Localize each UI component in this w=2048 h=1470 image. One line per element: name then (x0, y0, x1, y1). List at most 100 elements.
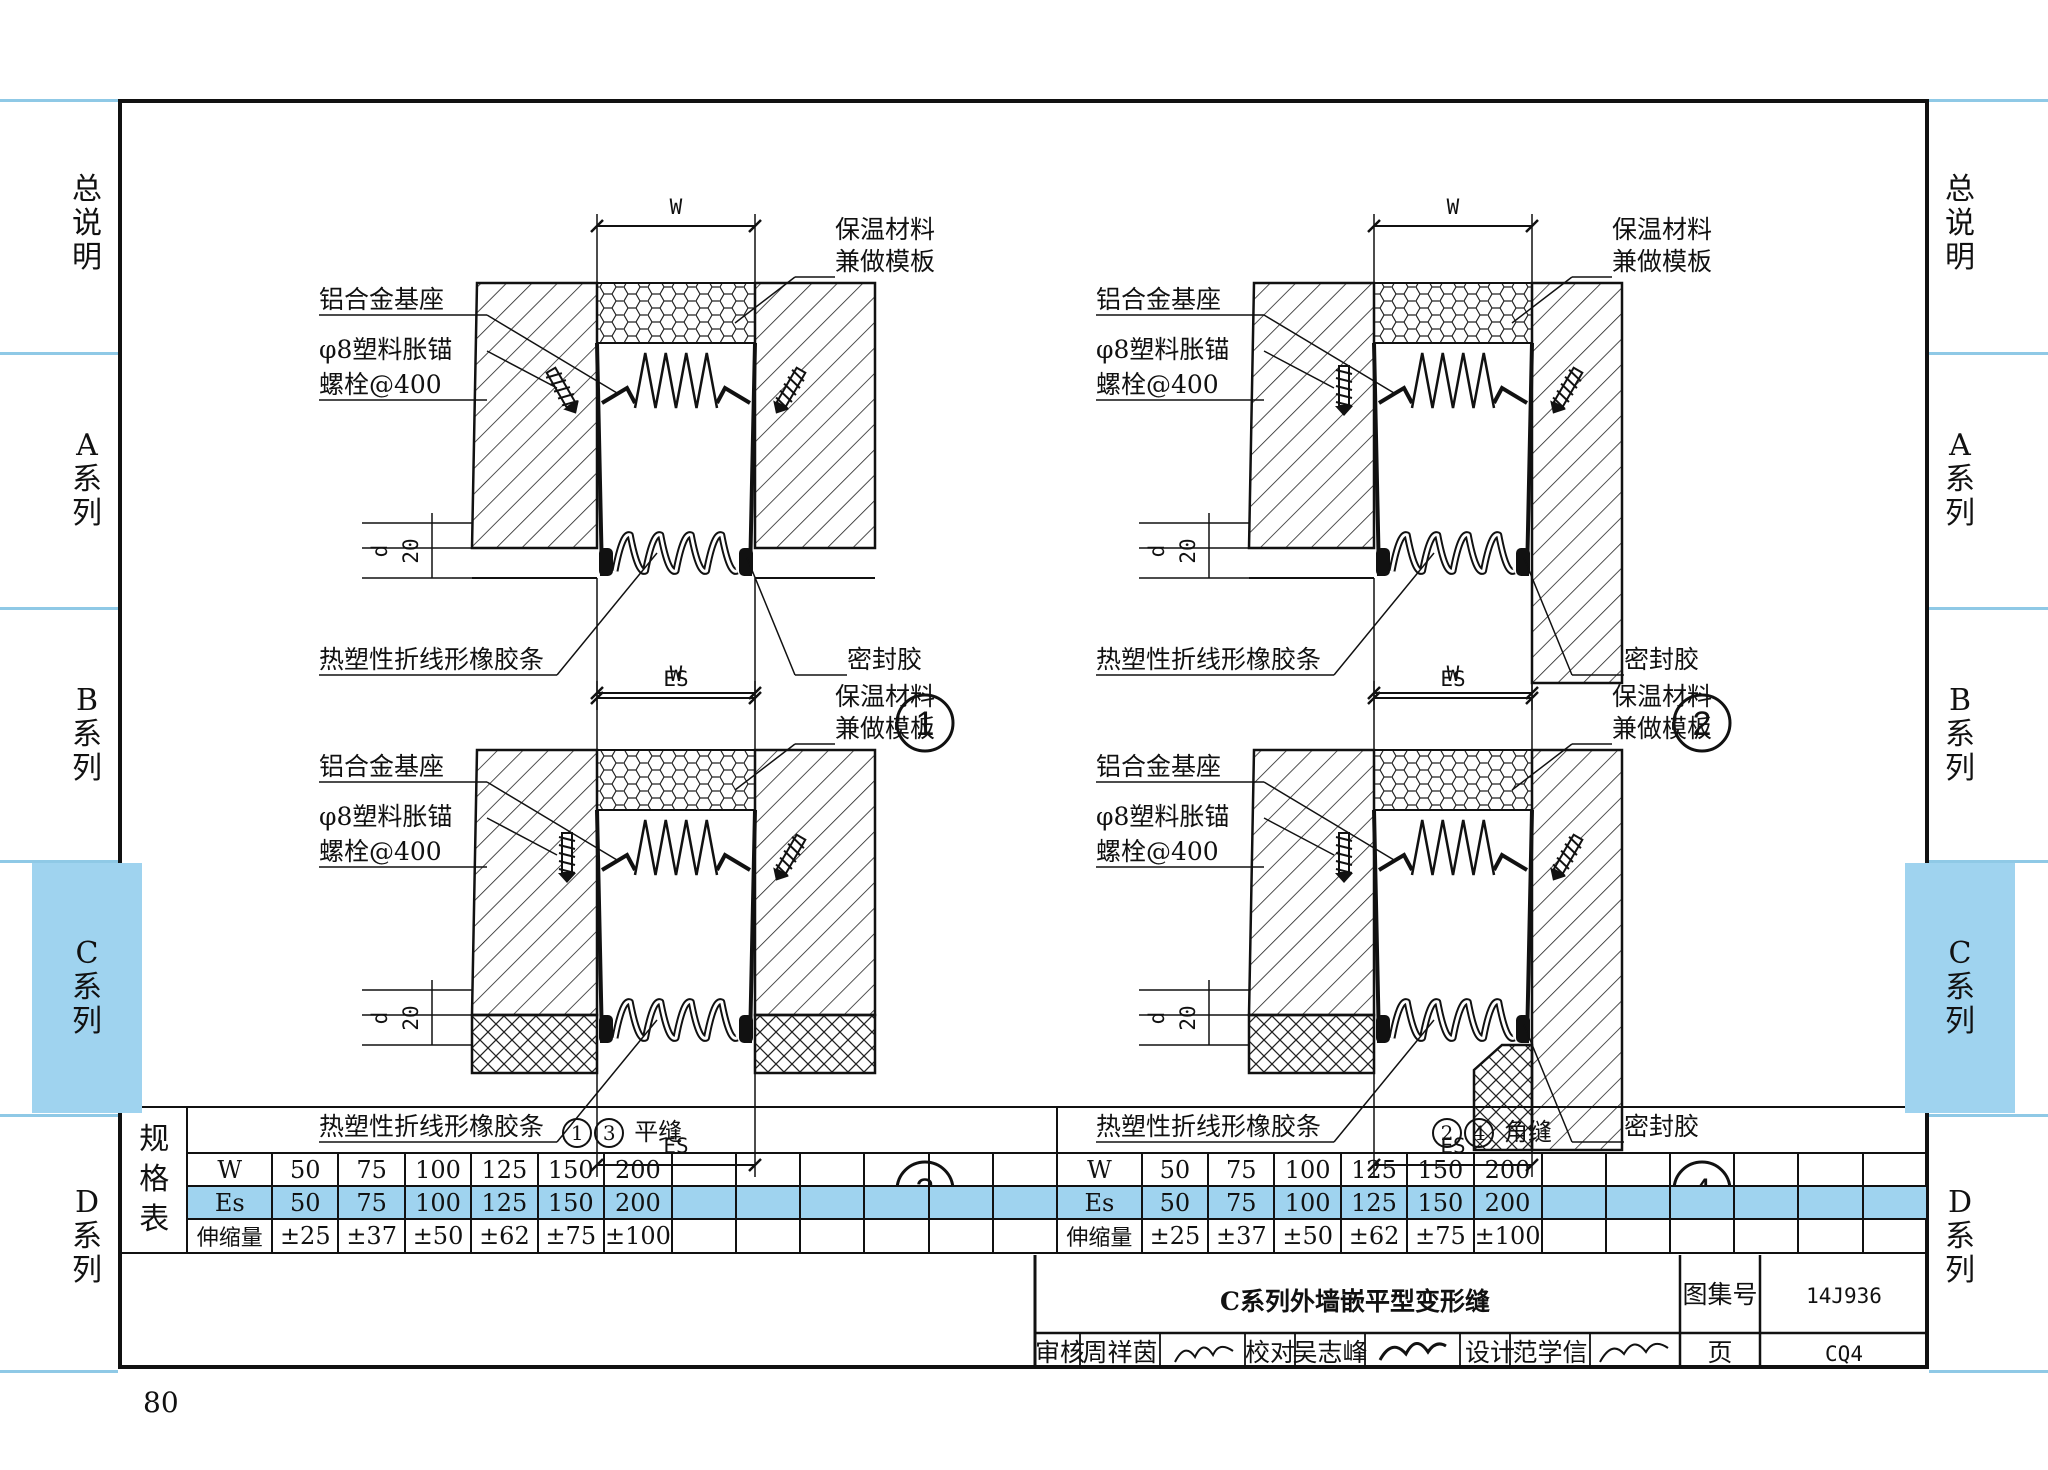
anchor-thread (1568, 836, 1582, 849)
rubber-strip-inner (1390, 533, 1515, 573)
leader-base (1263, 314, 1395, 394)
tb-atlas-no: 14J936 (1806, 1284, 1882, 1308)
leader-insulation (1511, 276, 1573, 324)
sealant-right (1516, 548, 1530, 576)
anchor-thread (1335, 852, 1353, 858)
header-text: 角缝 (1504, 1118, 1553, 1146)
anchor-thread (1552, 863, 1566, 877)
spec-cell: ±37 (1207, 1218, 1276, 1254)
anchor-right (773, 833, 807, 881)
spec-cell (1797, 1185, 1864, 1220)
spec-cell (670, 1152, 738, 1187)
spec-cell (670, 1218, 738, 1254)
tab-divider (0, 860, 118, 863)
anchor-thread (775, 863, 789, 877)
base-profile-right (1492, 342, 1534, 577)
side-tab-left-0[interactable]: 总说明 (32, 99, 142, 349)
sealant-left (1376, 1015, 1390, 1043)
label-base: 铝合金基座 (1096, 285, 1221, 314)
spec-side-char: 表 (139, 1202, 170, 1237)
dim-20-label: 20 (1176, 1005, 1200, 1030)
spec-cell: 50 (1140, 1185, 1210, 1220)
spec-cell: 125 (470, 1185, 539, 1220)
dim-w-label: W (1447, 195, 1460, 219)
spec-cell (1540, 1218, 1607, 1254)
base-profile-right (1492, 809, 1534, 1044)
dim-tick (748, 686, 762, 700)
header-text: 平缝 (634, 1118, 683, 1146)
anchor-head (1550, 400, 1566, 414)
anchor-thread (1335, 369, 1353, 375)
tab-divider (0, 1114, 118, 1117)
spec-cell: 75 (1207, 1152, 1276, 1187)
anchor-right (1550, 366, 1584, 414)
insulation-board-left (470, 1013, 599, 1075)
anchor-head (558, 873, 576, 883)
dim-tick (1525, 219, 1539, 233)
sealant-right (739, 548, 753, 576)
anchor-thread (779, 856, 793, 870)
insulation-board-left (1247, 1013, 1376, 1075)
spec-cell: ±62 (470, 1218, 539, 1254)
spec-cell: 125 (1339, 1185, 1409, 1220)
label-anchor: φ8塑料胀锚 (319, 335, 452, 364)
detail-number: 1 (895, 693, 955, 753)
anchor-thread (1556, 389, 1570, 403)
tb-sig-0: 审核 (1035, 1338, 1085, 1367)
base-profile-right (715, 809, 757, 1044)
anchor-head (773, 400, 789, 414)
spec-cell: ±100 (1472, 1218, 1543, 1254)
label-insulation: 保温材料 (1612, 682, 1712, 711)
spec-cell (1797, 1218, 1864, 1254)
spec-cell (799, 1218, 866, 1254)
right-wall (753, 281, 877, 550)
anchor-thread (558, 836, 576, 842)
anchor-head (563, 400, 579, 414)
anchor-right (773, 366, 807, 414)
anchor-thread (1564, 842, 1578, 856)
label-anchor: φ8塑料胀锚 (1096, 802, 1229, 831)
spec-cell (927, 1185, 994, 1220)
side-tab-right-0[interactable]: 总说明 (1905, 99, 2015, 349)
label-sealant: 密封胶 (1624, 645, 1699, 674)
joint-insulation (1373, 282, 1533, 344)
dim-w-label: W (670, 662, 683, 686)
leader-sealant (1523, 557, 1573, 676)
leader-insulation (1511, 743, 1573, 791)
label-sealant: 密封胶 (847, 645, 922, 674)
spec-cell (1540, 1152, 1607, 1187)
leader-sealant (746, 557, 796, 676)
spec-cell: 50 (271, 1152, 340, 1187)
spec-cell (863, 1218, 930, 1254)
spec-side-label: 规格表 (119, 1106, 189, 1254)
spec-cell (991, 1152, 1059, 1187)
spec-cell: ±25 (1140, 1218, 1210, 1254)
anchor-thread (775, 396, 789, 410)
right-wall (753, 748, 877, 1017)
left-wall (470, 748, 599, 1017)
tab-divider (0, 99, 118, 102)
spec-cell (1861, 1218, 1929, 1254)
base-profile-right (715, 342, 757, 577)
circled-number: 2 (1432, 1118, 1463, 1148)
dim-tick (590, 219, 604, 233)
dim-20-label: 20 (399, 538, 423, 563)
left-wall (1247, 748, 1376, 1017)
anchor-thread (1564, 375, 1578, 389)
signature-reviewer (1174, 1345, 1234, 1363)
